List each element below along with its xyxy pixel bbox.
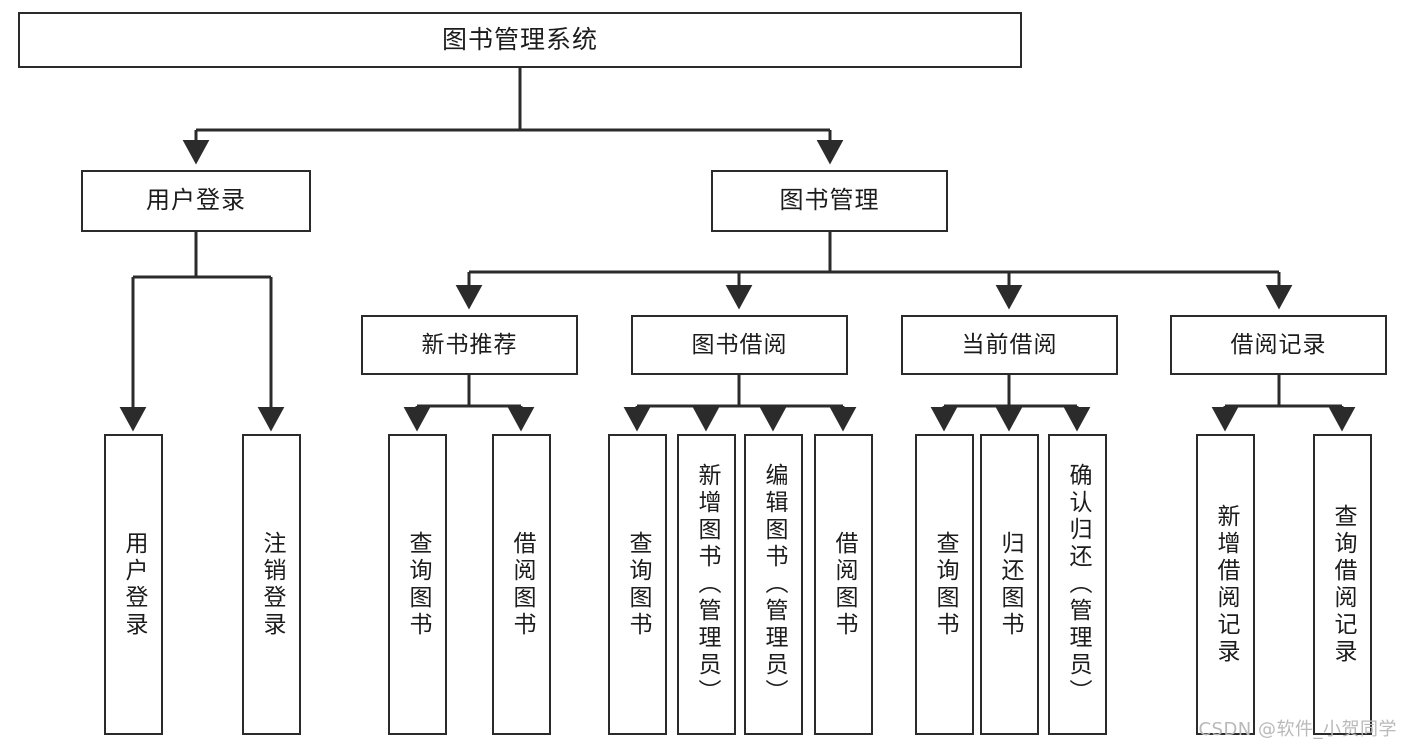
node-leaf-confirm-return-admin-label: 确认归还（管理员） xyxy=(1065,463,1091,706)
node-leaf-user-login-label: 用户登录 xyxy=(121,530,147,639)
node-leaf-logout-login[interactable]: 注销登录 xyxy=(242,434,301,735)
node-leaf-add-borrow-record[interactable]: 新增借阅记录 xyxy=(1196,434,1255,735)
node-leaf-borrow-book[interactable]: 借阅图书 xyxy=(814,434,873,735)
node-leaf-query-book-cur-label: 查询图书 xyxy=(932,530,958,639)
node-book-management[interactable]: 图书管理 xyxy=(711,170,948,232)
node-leaf-query-borrow-record-label: 查询借阅记录 xyxy=(1330,503,1356,666)
node-leaf-edit-book-admin[interactable]: 编辑图书（管理员） xyxy=(744,434,803,735)
node-leaf-query-book-rec-label: 查询图书 xyxy=(405,530,431,639)
node-leaf-user-login[interactable]: 用户登录 xyxy=(104,434,163,735)
node-root[interactable]: 图书管理系统 xyxy=(18,12,1022,68)
node-root-label: 图书管理系统 xyxy=(441,24,598,54)
node-leaf-confirm-return-admin[interactable]: 确认归还（管理员） xyxy=(1048,434,1107,735)
node-leaf-logout-login-label: 注销登录 xyxy=(259,530,285,639)
node-leaf-return-book-label: 归还图书 xyxy=(997,530,1023,639)
node-new-book-recommend-label: 新书推荐 xyxy=(421,331,518,358)
node-book-management-label: 图书管理 xyxy=(779,186,880,215)
node-leaf-query-book-borrow[interactable]: 查询图书 xyxy=(608,434,667,735)
node-leaf-add-book-admin[interactable]: 新增图书（管理员） xyxy=(677,434,736,735)
watermark-text: CSDN @软件_小贺同学 xyxy=(1198,719,1397,740)
node-leaf-borrow-book-label: 借阅图书 xyxy=(831,530,857,639)
node-leaf-query-book-cur[interactable]: 查询图书 xyxy=(915,434,974,735)
node-leaf-borrow-book-rec[interactable]: 借阅图书 xyxy=(492,434,551,735)
node-book-borrow[interactable]: 图书借阅 xyxy=(631,315,848,375)
node-borrow-record[interactable]: 借阅记录 xyxy=(1170,315,1387,375)
node-leaf-edit-book-admin-label: 编辑图书（管理员） xyxy=(761,463,787,706)
node-borrow-record-label: 借阅记录 xyxy=(1230,331,1327,358)
node-leaf-query-book-borrow-label: 查询图书 xyxy=(625,530,651,639)
node-book-borrow-label: 图书借阅 xyxy=(691,331,788,358)
node-leaf-add-borrow-record-label: 新增借阅记录 xyxy=(1213,503,1239,666)
node-leaf-borrow-book-rec-label: 借阅图书 xyxy=(509,530,535,639)
node-current-borrow-label: 当前借阅 xyxy=(961,331,1058,358)
node-new-book-recommend[interactable]: 新书推荐 xyxy=(361,315,578,375)
node-leaf-query-borrow-record[interactable]: 查询借阅记录 xyxy=(1313,434,1372,735)
node-current-borrow[interactable]: 当前借阅 xyxy=(901,315,1118,375)
node-user-login[interactable]: 用户登录 xyxy=(81,170,311,232)
node-leaf-return-book[interactable]: 归还图书 xyxy=(980,434,1039,735)
node-user-login-label: 用户登录 xyxy=(146,186,246,215)
node-leaf-query-book-rec[interactable]: 查询图书 xyxy=(388,434,447,735)
node-leaf-add-book-admin-label: 新增图书（管理员） xyxy=(694,463,720,706)
